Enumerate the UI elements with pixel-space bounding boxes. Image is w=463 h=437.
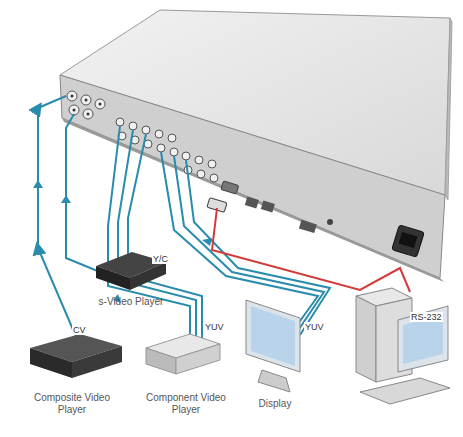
device-node: s-Video Player xyxy=(86,296,176,308)
device-caption: s-Video Player xyxy=(86,296,176,308)
signal-label: Y/C xyxy=(152,254,169,264)
device-caption: Component Video Player xyxy=(136,392,236,416)
device-node: Composite Video Player xyxy=(22,392,122,416)
signal-label: YUV xyxy=(304,322,325,332)
device-caption: Display xyxy=(240,398,310,410)
signal-label: RS-232 xyxy=(410,312,443,322)
signal-label: CV xyxy=(72,325,87,335)
device-caption: Composite Video Player xyxy=(22,392,122,416)
device-node: Display xyxy=(240,398,310,410)
device-node: Component Video Player xyxy=(136,392,236,416)
signal-label: YUV xyxy=(204,322,225,332)
